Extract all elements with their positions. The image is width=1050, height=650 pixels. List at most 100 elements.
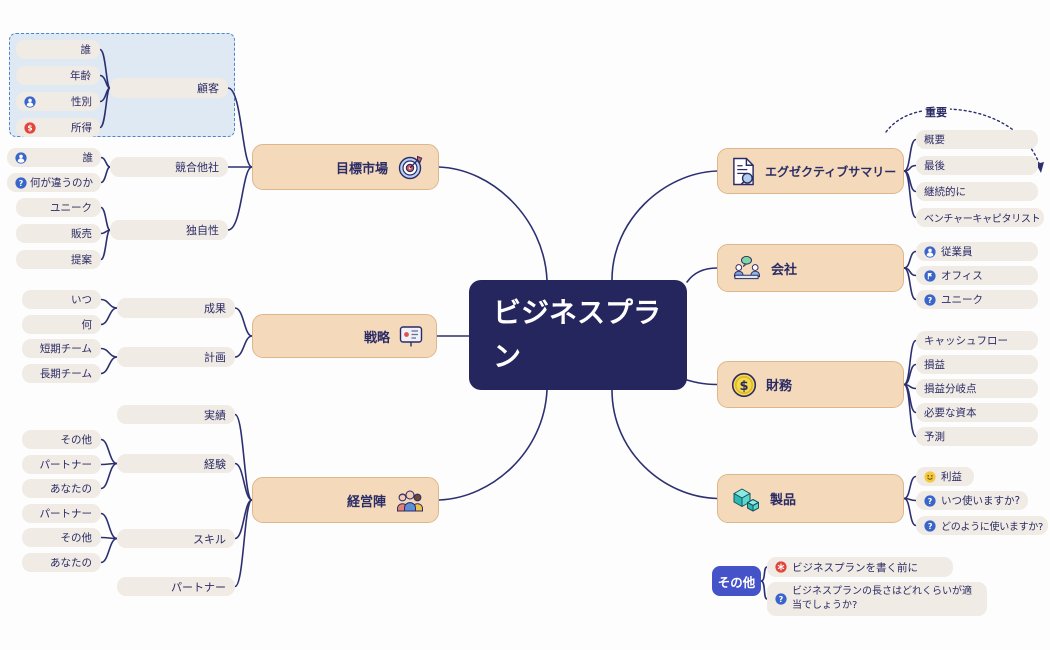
- question-icon: ?: [924, 519, 936, 532]
- node-profit[interactable]: 利益: [916, 467, 974, 486]
- node-when-use[interactable]: ? いつ使いますか?: [916, 491, 1028, 510]
- svg-text:?: ?: [19, 178, 24, 187]
- node-plan[interactable]: 計画: [117, 347, 235, 367]
- node-others-topic[interactable]: その他: [712, 566, 761, 596]
- node-label: 経営陣: [346, 494, 386, 510]
- person-icon: [24, 95, 36, 108]
- node-label: 何が違うのか: [30, 177, 93, 189]
- question-icon: ?: [775, 593, 787, 605]
- dollar-icon: $: [24, 121, 36, 134]
- svg-text:$: $: [739, 378, 748, 393]
- svg-text:$: $: [27, 123, 32, 132]
- node-skill-others[interactable]: その他: [22, 528, 101, 547]
- node-strategy[interactable]: 戦略: [252, 314, 437, 358]
- node-label: 利益: [941, 471, 962, 483]
- node-label: パートナー: [39, 508, 93, 520]
- node-label: 製品: [770, 493, 797, 508]
- person-icon: [15, 151, 27, 164]
- question-icon: ?: [924, 494, 936, 507]
- node-label: 何: [81, 319, 93, 331]
- node-label: ユニーク: [941, 294, 983, 306]
- person-icon: [924, 245, 936, 258]
- node-continuously[interactable]: 継続的に: [916, 182, 1038, 201]
- node-label: 販売: [71, 228, 92, 240]
- question-icon: ?: [15, 176, 27, 189]
- node-results[interactable]: 成果: [117, 298, 235, 318]
- node-label: 経験: [204, 457, 226, 471]
- node-office[interactable]: オフィス: [916, 266, 1038, 285]
- node-who[interactable]: 誰: [16, 40, 100, 59]
- node-label: 損益分岐点: [924, 383, 977, 395]
- node-before-writing[interactable]: ビジネスプランを書く前に: [767, 557, 953, 577]
- node-exp-others[interactable]: その他: [22, 430, 101, 449]
- node-label: その他: [60, 532, 93, 544]
- node-last[interactable]: 最後: [916, 156, 1038, 175]
- node-label: キャッシュフロー: [924, 335, 1008, 347]
- node-label: いつ使いますか?: [941, 495, 1021, 507]
- node-overview[interactable]: 概要: [916, 130, 1038, 149]
- node-company-unique[interactable]: ? ユニーク: [916, 290, 1038, 309]
- node-venture-capitalist[interactable]: ベンチャーキャピタリスト: [916, 208, 1044, 227]
- node-forecast[interactable]: 予測: [916, 427, 1038, 446]
- node-label: その他: [717, 574, 756, 590]
- node-label: ベンチャーキャピタリスト: [924, 214, 1041, 225]
- node-employees[interactable]: 従業員: [916, 242, 1038, 261]
- node-finance[interactable]: $ 財務: [717, 361, 904, 408]
- node-proposal[interactable]: 提案: [16, 250, 101, 269]
- node-break-even[interactable]: 損益分岐点: [916, 379, 1038, 398]
- svg-text:?: ?: [779, 595, 784, 604]
- node-sales[interactable]: 販売: [16, 224, 101, 243]
- node-long-term-team[interactable]: 長期チーム: [22, 364, 101, 383]
- node-company[interactable]: 会社: [717, 244, 904, 292]
- node-label: 長期チーム: [39, 368, 92, 380]
- node-label: 顧客: [197, 82, 219, 95]
- node-exp-partner[interactable]: パートナー: [22, 455, 101, 474]
- node-skill-partner[interactable]: パートナー: [22, 504, 101, 523]
- node-label: ビジネスプランの長さはどれくらいが適当でしょうか?: [792, 585, 972, 612]
- node-label: 短期チーム: [39, 343, 92, 355]
- node-competitor-who[interactable]: 誰: [7, 148, 101, 167]
- node-experience[interactable]: 経験: [117, 454, 235, 473]
- node-cash-flow[interactable]: キャッシュフロー: [916, 331, 1038, 350]
- node-gender[interactable]: 性別: [16, 92, 100, 111]
- node-required-capital[interactable]: 必要な資本: [916, 403, 1038, 422]
- node-label: あなたの: [50, 483, 92, 495]
- node-label: 予測: [924, 431, 945, 443]
- node-track-record[interactable]: 実績: [117, 405, 235, 424]
- node-label: 会社: [771, 262, 798, 278]
- node-skill-yours[interactable]: あなたの: [22, 553, 101, 572]
- node-age[interactable]: 年齢: [16, 66, 100, 85]
- node-what-differs[interactable]: ? 何が違うのか: [7, 173, 101, 192]
- node-short-term-team[interactable]: 短期チーム: [22, 339, 101, 358]
- node-competitors[interactable]: 競合他社: [110, 157, 228, 177]
- node-when[interactable]: いつ: [22, 290, 101, 309]
- node-central-topic[interactable]: ビジネスプラン: [469, 280, 687, 390]
- node-what[interactable]: 何: [22, 315, 101, 334]
- cubes-icon: [731, 485, 761, 512]
- node-management[interactable]: 経営陣: [252, 477, 439, 523]
- node-executive-summary[interactable]: エグゼクティブサマリー: [717, 148, 904, 194]
- node-target-market[interactable]: 目標市場: [252, 144, 439, 190]
- node-label: 財務: [766, 379, 793, 394]
- node-unique[interactable]: ユニーク: [16, 198, 101, 217]
- node-label: ユニーク: [50, 202, 92, 214]
- team-icon: [395, 487, 425, 513]
- node-skills[interactable]: スキル: [117, 529, 235, 548]
- alert-icon: [775, 561, 787, 573]
- node-partner[interactable]: パートナー: [117, 577, 235, 596]
- smiley-icon: [924, 470, 936, 483]
- node-product[interactable]: 製品: [717, 474, 904, 523]
- question-icon: ?: [924, 293, 936, 306]
- svg-text:?: ?: [928, 295, 933, 304]
- node-income[interactable]: $ 所得: [16, 118, 100, 137]
- node-length-question[interactable]: ? ビジネスプランの長さはどれくらいが適当でしょうか?: [767, 582, 987, 616]
- node-label: 継続的に: [924, 186, 966, 198]
- node-how-use[interactable]: ? どのように使いますか?: [916, 516, 1048, 535]
- node-label: ビジネスプランを書く前に: [792, 561, 918, 574]
- node-label: オフィス: [941, 270, 983, 282]
- node-uniqueness[interactable]: 独自性: [110, 220, 228, 240]
- node-profit-loss[interactable]: 損益: [916, 355, 1038, 374]
- node-customer[interactable]: 顧客: [110, 78, 228, 98]
- node-exp-yours[interactable]: あなたの: [22, 479, 101, 498]
